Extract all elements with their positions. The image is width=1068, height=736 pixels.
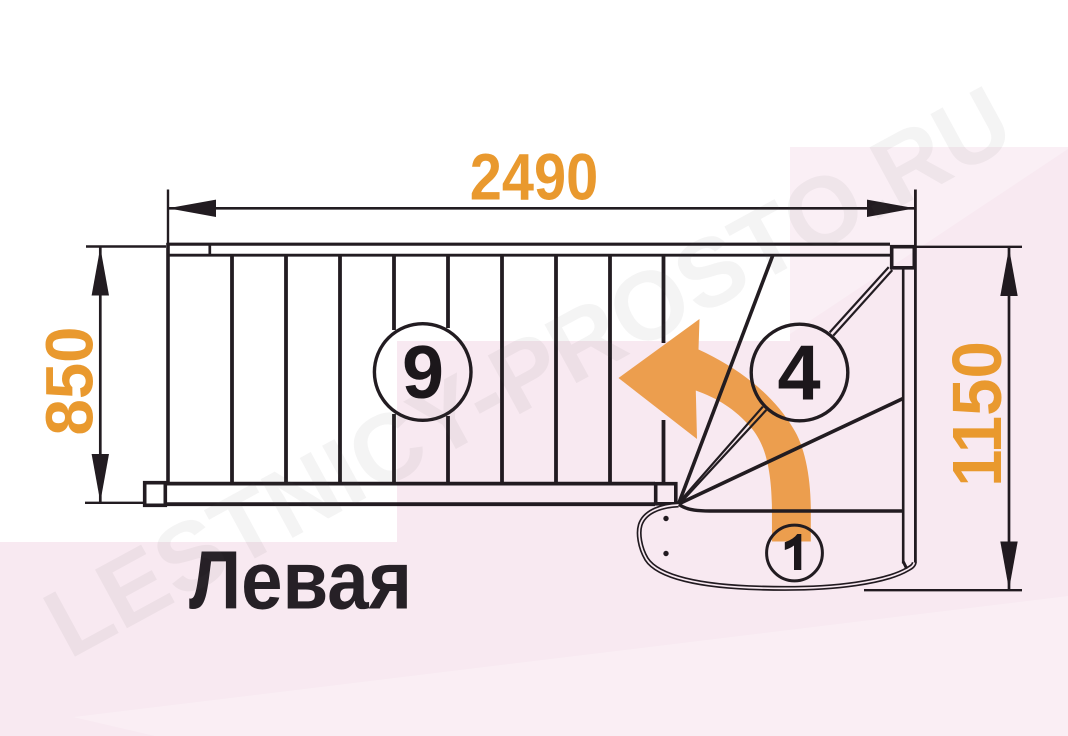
svg-text:2490: 2490 xyxy=(470,141,598,214)
svg-text:9: 9 xyxy=(402,330,444,414)
svg-text:1150: 1150 xyxy=(938,341,1017,487)
svg-text:4: 4 xyxy=(777,331,820,417)
svg-text:Левая: Левая xyxy=(189,534,412,627)
svg-text:850: 850 xyxy=(33,327,108,436)
